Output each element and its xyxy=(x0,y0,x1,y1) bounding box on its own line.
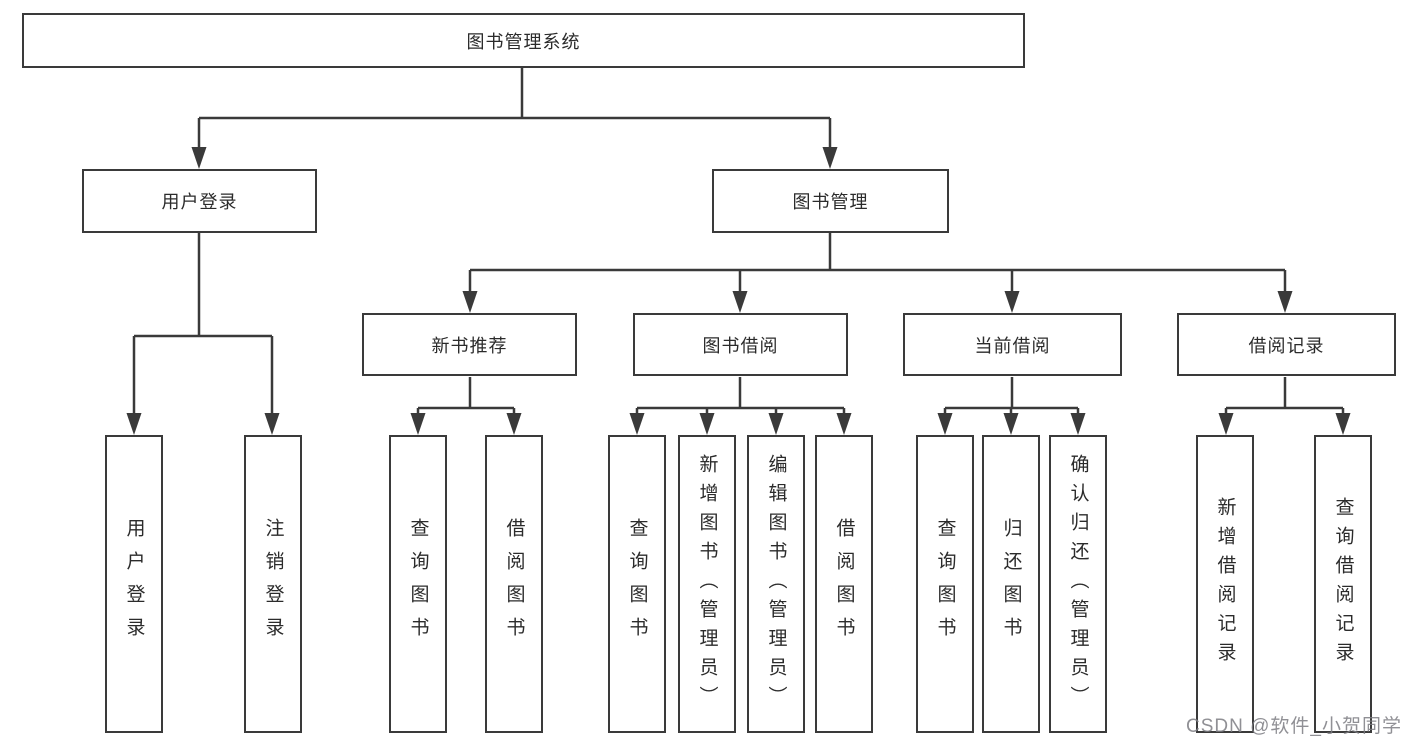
node-label: 图书管理系统 xyxy=(466,31,581,52)
leaf-logout: 注销登录 xyxy=(244,435,302,733)
leaf-add-borrow-record: 新增借阅记录 xyxy=(1196,435,1254,733)
leaf-query-books-current: 查询图书 xyxy=(916,435,974,733)
csdn-watermark: CSDN @软件_小贺同学 xyxy=(1186,716,1402,737)
leaf-label: 借阅图书 xyxy=(833,518,855,650)
leaf-add-books-admin: 新增图书（管理员） xyxy=(678,435,736,733)
leaf-label: 新增图书（管理员） xyxy=(696,453,718,715)
node-label: 当前借阅 xyxy=(974,335,1051,356)
leaf-query-books-recommend: 查询图书 xyxy=(389,435,447,733)
node-new-book-recommend: 新书推荐 xyxy=(362,313,577,376)
node-book-borrowing: 图书借阅 xyxy=(633,313,848,376)
leaf-user-login: 用户登录 xyxy=(105,435,163,733)
leaf-label: 查询图书 xyxy=(407,518,429,650)
leaf-label: 借阅图书 xyxy=(503,518,525,650)
leaf-label: 查询借阅记录 xyxy=(1332,497,1354,671)
node-label: 用户登录 xyxy=(161,192,238,212)
node-library-management-system: 图书管理系统 xyxy=(22,13,1025,68)
leaf-label: 用户登录 xyxy=(123,518,145,650)
node-label: 图书借阅 xyxy=(702,335,779,356)
node-borrowing-records: 借阅记录 xyxy=(1177,313,1396,376)
leaf-label: 新增借阅记录 xyxy=(1214,497,1236,671)
node-book-management: 图书管理 xyxy=(712,169,949,233)
leaf-edit-books-admin: 编辑图书（管理员） xyxy=(747,435,805,733)
leaf-label: 查询图书 xyxy=(626,518,648,650)
leaf-borrow-books-recommend: 借阅图书 xyxy=(485,435,543,733)
node-user-login: 用户登录 xyxy=(82,169,317,233)
leaf-query-borrow-record: 查询借阅记录 xyxy=(1314,435,1372,733)
leaf-return-books: 归还图书 xyxy=(982,435,1040,733)
node-label: 图书管理 xyxy=(792,192,869,212)
leaf-borrow-books: 借阅图书 xyxy=(815,435,873,733)
leaf-label: 编辑图书（管理员） xyxy=(765,453,787,715)
node-label: 新书推荐 xyxy=(431,335,508,356)
node-current-borrowing: 当前借阅 xyxy=(903,313,1122,376)
leaf-confirm-return-admin: 确认归还（管理员） xyxy=(1049,435,1107,733)
node-label: 借阅记录 xyxy=(1248,335,1325,356)
leaf-label: 归还图书 xyxy=(1000,518,1022,650)
leaf-label: 确认归还（管理员） xyxy=(1067,453,1089,715)
leaf-label: 查询图书 xyxy=(934,518,956,650)
leaf-query-books-borrow: 查询图书 xyxy=(608,435,666,733)
leaf-label: 注销登录 xyxy=(262,518,284,650)
